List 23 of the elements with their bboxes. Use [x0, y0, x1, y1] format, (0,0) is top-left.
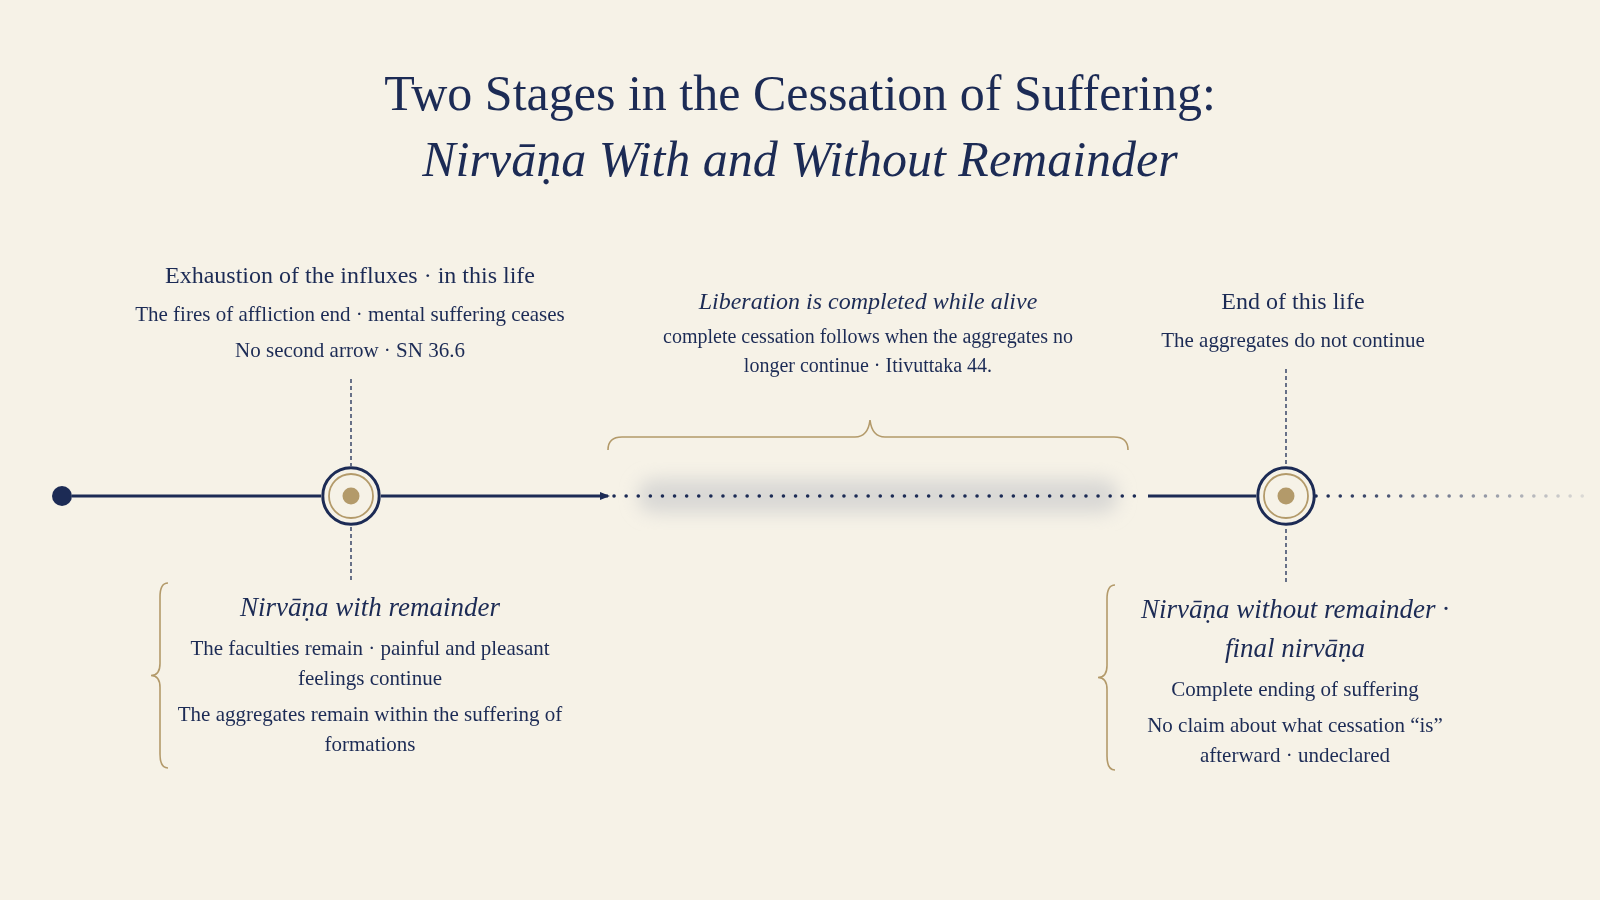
heading: End of this life: [1220, 287, 1366, 316]
leader-line: [1285, 368, 1287, 467]
timeline-marker: [1256, 466, 1316, 526]
timeline-line: [72, 494, 321, 498]
timeline-marker: [321, 466, 381, 526]
leader-line: [350, 525, 352, 581]
title: Two Stages in the Cessation of Suffering: Nirvāṇa With and Without Remainder: [383, 64, 1217, 189]
heading: Nirvāṇa without remainder · final nirvāṇa: [1140, 593, 1450, 665]
citation: No second arrow · SN 36.6: [234, 337, 466, 364]
leader-line: [350, 378, 352, 467]
description: complete cessation follows when the aggregates no longer continue · Itivuttaka 44.: [663, 324, 1073, 379]
description: The faculties remain · painful and pleasant feelings continue: [189, 635, 551, 692]
description: The aggregates remain within the suffering of formations: [176, 701, 564, 758]
description: The aggregates do not continue: [1160, 327, 1426, 354]
description: No claim about what cessation “is” afterward · undeclared: [1146, 712, 1444, 769]
heading: Nirvāṇa with remainder: [239, 591, 501, 624]
start-dot: [52, 486, 72, 506]
timeline-line: [381, 492, 610, 500]
heading: Exhaustion of the influxes · in this life: [164, 261, 536, 290]
timeline-line: [1148, 494, 1256, 498]
description: The fires of affliction end · mental suffering ceases: [134, 301, 566, 328]
heading: Liberation is completed while alive: [697, 287, 1039, 316]
description: Complete ending of suffering: [1170, 676, 1420, 703]
